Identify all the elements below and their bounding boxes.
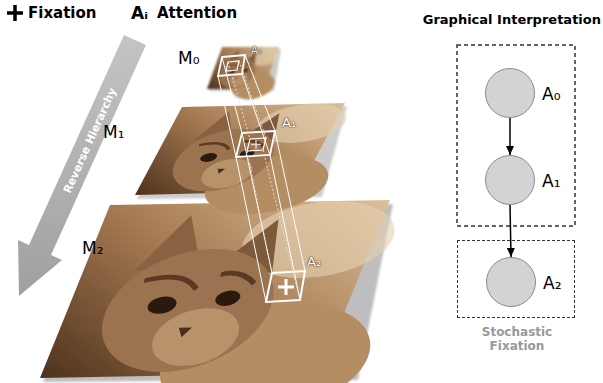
- attention-label: A₀: [251, 45, 262, 56]
- edge-arrow: [510, 205, 511, 257]
- level-label: M₂: [82, 238, 103, 258]
- level-label: M₀: [178, 48, 199, 68]
- variable-circle: A₀: [485, 68, 535, 118]
- attention-label: A₁: [282, 115, 296, 130]
- image-m2: [22, 199, 431, 383]
- attention-label: A₂: [307, 254, 321, 269]
- attention-windows: [218, 55, 305, 302]
- level-label: M₁: [103, 122, 124, 142]
- edge-arrow: [509, 118, 511, 155]
- image-m1: [123, 102, 369, 217]
- group-box: [457, 45, 575, 226]
- fixation-symbol: [7, 5, 23, 21]
- variable-circle: A₁: [485, 155, 535, 205]
- variable-label: A₂: [543, 273, 561, 293]
- variable-label: A₁: [542, 171, 560, 191]
- diagram-title: Graphical Interpretation: [423, 12, 601, 27]
- variable-circle: A₂: [486, 257, 536, 307]
- legend-text: Fixation: [28, 4, 96, 22]
- legend-symbol: Aᵢ: [131, 3, 148, 23]
- box-caption: Stochastic Fixation: [469, 325, 565, 353]
- legend-text: Attention: [157, 4, 237, 22]
- variable-label: A₀: [542, 84, 560, 104]
- fixation-box: A₂Stochastic Fixation: [457, 240, 575, 318]
